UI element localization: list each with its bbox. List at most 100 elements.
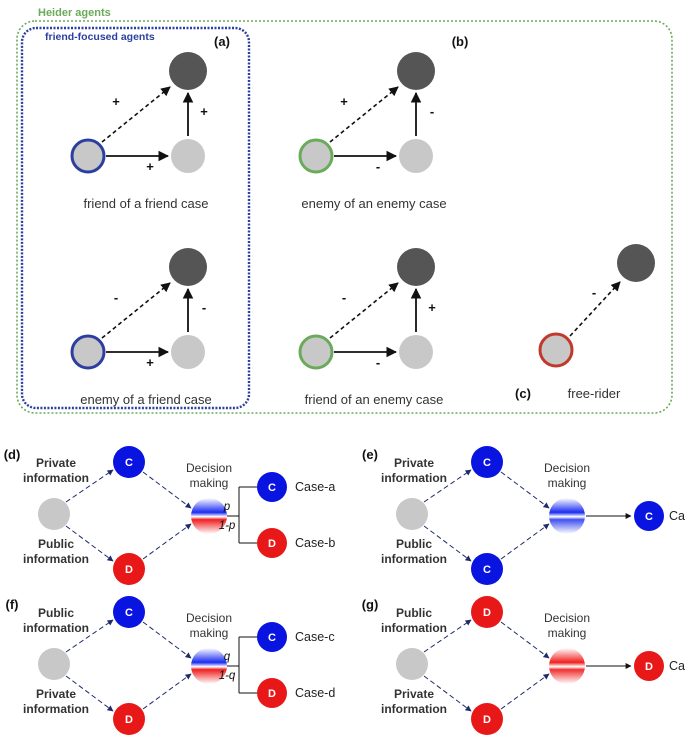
b1-neighbor-node [399,139,433,173]
g-edge-lower-decision [500,673,550,710]
a2-neighbor-node [171,335,205,369]
a2-sign-dashed: - [114,290,118,305]
d-prob-bottom: 1-p [219,520,236,532]
f-panel-label: (f) [6,597,19,612]
b1-sign-vertical: - [430,104,434,119]
a1-target-node [169,52,207,90]
a1-edge-dashed [101,86,171,143]
d-out-top-node [257,472,287,502]
f-out-bottom-case: Case-d [295,686,335,700]
e-out-case: Case-e [669,509,685,523]
d-lower-node-letter: D [125,564,133,576]
a1-caption: friend of a friend case [83,196,208,211]
d-prob-top: p [223,501,231,513]
a2-sign-vertical: - [202,300,206,315]
g-edge-src-lower [423,675,472,712]
c-freerider-node [538,332,574,368]
g-source-node [396,648,428,680]
f-source-node [38,648,70,680]
g-lower-node [471,703,503,735]
e-edge-src-lower [423,525,472,562]
b2-sign-dashed: - [342,290,346,305]
d-out-bottom-node-letter: D [268,538,276,550]
f-upper-node [113,596,145,628]
a1-sign-horizontal: + [146,159,154,174]
e-out-node-letter: C [645,511,653,523]
panel-label-c: (c) [515,386,531,401]
d-source-node [38,498,70,530]
f-out-bottom-node-letter: D [268,688,276,700]
e-lower-node-letter: C [483,564,491,576]
e-panel-label: (e) [362,447,378,462]
f-edge-upper-decision [142,621,192,659]
d-edge-src-lower [65,525,114,562]
d-out-bottom-case: Case-b [295,536,335,550]
e-edge-upper-decision [500,471,550,509]
d-edge-src-upper [65,469,114,503]
g-upper-node-letter: D [483,607,491,619]
f-prob-bottom: 1-q [219,670,236,682]
e-source-node [396,498,428,530]
b2-agent-node [298,334,334,370]
heider-agents-box [16,20,673,414]
f-edge-src-lower [65,675,114,712]
d-upper-node-letter: C [125,457,133,469]
f-lower-node-letter: D [125,714,133,726]
d-lower-node [113,553,145,585]
a2-sign-horizontal: + [146,355,154,370]
friend-focused-agents-box [20,26,251,410]
e-upper-node [471,446,503,478]
e-out-node [634,501,664,531]
c-target-node [617,244,655,282]
b2-sign-horizontal: - [376,355,380,370]
g-out-node [634,651,664,681]
b1-agent-node [298,138,334,174]
g-out-node-letter: D [645,661,653,673]
a1-sign-vertical: + [200,104,208,119]
f-prob-top: q [224,651,231,663]
d-out-top-node-letter: C [268,482,276,494]
e-edge-src-upper [423,469,472,503]
f-lower-node [113,703,145,735]
a1-neighbor-node [171,139,205,173]
e-edge-lower-decision [500,523,550,560]
d-edge-lower-decision [142,523,192,560]
a1-sign-dashed: + [112,94,120,109]
g-lower-node-letter: D [483,714,491,726]
b1-caption: enemy of an enemy case [301,196,446,211]
b2-caption: friend of an enemy case [305,392,444,407]
f-out-top-node-letter: C [268,632,276,644]
d-edge-upper-decision [142,471,192,509]
heider-agents-label: Heider agents [38,7,111,19]
a2-edge-dashed [101,282,171,339]
panel-label-a: (a) [214,34,230,49]
a2-caption: enemy of a friend case [80,392,212,407]
d-panel-label: (d) [4,447,21,462]
f-out-bottom-node [257,678,287,708]
f-edge-lower-decision [142,673,192,710]
a1-agent-node [70,138,106,174]
a2-target-node [169,248,207,286]
b1-edge-dashed [329,86,399,143]
a2-agent-node [70,334,106,370]
panel-label-b: (b) [452,34,469,49]
g-upper-node [471,596,503,628]
f-edge-src-upper [65,619,114,653]
d-upper-node [113,446,145,478]
b1-target-node [397,52,435,90]
b2-target-node [397,248,435,286]
c-caption: free-rider [568,386,621,401]
g-edge-src-upper [423,619,472,653]
f-out-top-case: Case-c [295,630,335,644]
